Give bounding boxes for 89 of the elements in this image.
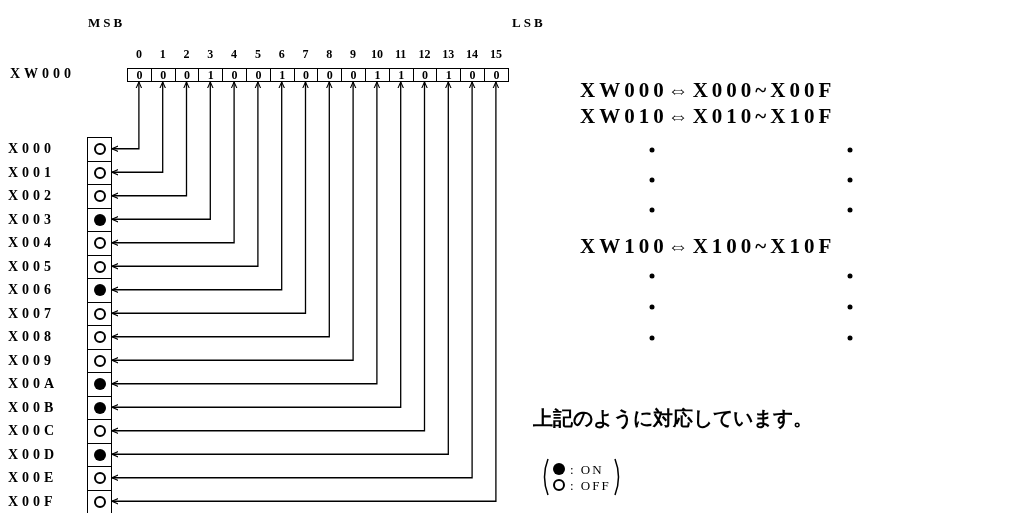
input-cell: [87, 466, 112, 491]
bit-number: 11: [394, 48, 408, 60]
input-address: X004: [8, 236, 56, 250]
mapping-text: XW010⇔X010~X10F: [580, 106, 836, 127]
input-address: X00D: [8, 447, 59, 462]
input-address: X003: [8, 212, 56, 227]
bit-value: 0: [231, 69, 238, 81]
bit-number: 13: [441, 48, 456, 60]
bit-cell: [246, 68, 271, 82]
input-address: X000: [8, 142, 56, 156]
input-address: X006: [8, 283, 56, 297]
input-address: X00B: [8, 400, 58, 415]
bit-value: 0: [184, 69, 190, 81]
bit-number: 10: [369, 48, 384, 60]
bit-value: 0: [136, 69, 143, 81]
mapping-text: XW000⇔X000~X00F: [580, 80, 836, 101]
input-cell: [87, 419, 112, 444]
bit-value: 0: [160, 69, 167, 81]
input-cell: [87, 372, 112, 397]
connector-arrow: [111, 81, 238, 247]
bit-value: 1: [279, 69, 286, 81]
connector-arrow: [111, 81, 333, 341]
bit-number: 4: [230, 48, 239, 60]
connector-arrow: [111, 81, 167, 176]
bit-cell: [460, 68, 485, 82]
bit-value: 0: [493, 69, 500, 81]
connector-arrow: [111, 81, 285, 294]
bit-number: 9: [349, 48, 358, 60]
bit-number: 3: [206, 48, 215, 60]
input-address: X001: [8, 165, 56, 180]
input-address: X009: [8, 353, 56, 368]
input-cell: [87, 325, 112, 350]
input-address: X00C: [8, 424, 59, 438]
bit-cell: [222, 68, 247, 82]
bit-cell: [317, 68, 343, 82]
bit-value: 1: [445, 69, 452, 81]
bit-cell: [198, 68, 224, 82]
bit-number: 7: [301, 48, 310, 60]
bit-number: 0: [134, 48, 143, 60]
input-cell: [87, 137, 112, 162]
legend-text: : ON: [570, 462, 604, 476]
bit-number: 14: [465, 48, 480, 60]
bit-cell: [341, 68, 366, 82]
bit-value: 1: [374, 69, 381, 81]
connector-arrow: [111, 81, 309, 317]
input-cell: [87, 278, 112, 303]
input-cell: [87, 184, 112, 209]
bit-number: 15: [488, 48, 503, 60]
bit-number: 8: [325, 48, 334, 60]
bit-number: 5: [253, 48, 262, 60]
input-address: X00E: [8, 471, 58, 485]
note-text: 上記のように対応しています。: [533, 408, 813, 428]
bit-number: 2: [182, 48, 191, 60]
bit-cell: [365, 68, 390, 82]
bit-value: 0: [326, 69, 333, 81]
bit-value: 0: [303, 69, 309, 81]
input-cell: [87, 231, 112, 256]
bit-cell: [388, 68, 414, 82]
bit-cell: [127, 68, 152, 82]
bit-value: 1: [207, 69, 214, 81]
input-address: X00A: [8, 377, 59, 391]
input-cell: [87, 489, 112, 513]
bit-cell: [436, 68, 462, 82]
bit-order-label: LSB: [512, 16, 546, 29]
connector-arrow: [111, 81, 143, 153]
bit-value: 0: [255, 69, 262, 81]
bit-number: 1: [158, 48, 167, 60]
bit-value: 0: [350, 69, 357, 81]
legend-text: : OFF: [570, 478, 611, 492]
connector-arrow: [111, 81, 357, 364]
input-address: X007: [8, 306, 56, 321]
input-address: X00F: [8, 494, 57, 509]
connector-arrow: [111, 81, 214, 223]
bit-number: 12: [417, 48, 432, 60]
connector-arrow: [111, 81, 190, 200]
input-address: X008: [8, 330, 56, 344]
bit-number: 6: [277, 48, 286, 60]
bit-value: 1: [398, 69, 405, 81]
bit-order-label: MSB: [88, 16, 126, 29]
bit-value: 0: [469, 69, 476, 81]
input-address: X005: [8, 259, 56, 274]
bit-cell: [484, 68, 509, 82]
mapping-text: XW100⇔X100~X10F: [580, 236, 836, 257]
word-address: XW000: [10, 67, 76, 81]
bit-cell: [269, 68, 295, 82]
input-address: X002: [8, 189, 56, 203]
bit-cell: [150, 68, 176, 82]
bit-value: 0: [422, 69, 428, 81]
connector-arrow: [111, 81, 262, 270]
